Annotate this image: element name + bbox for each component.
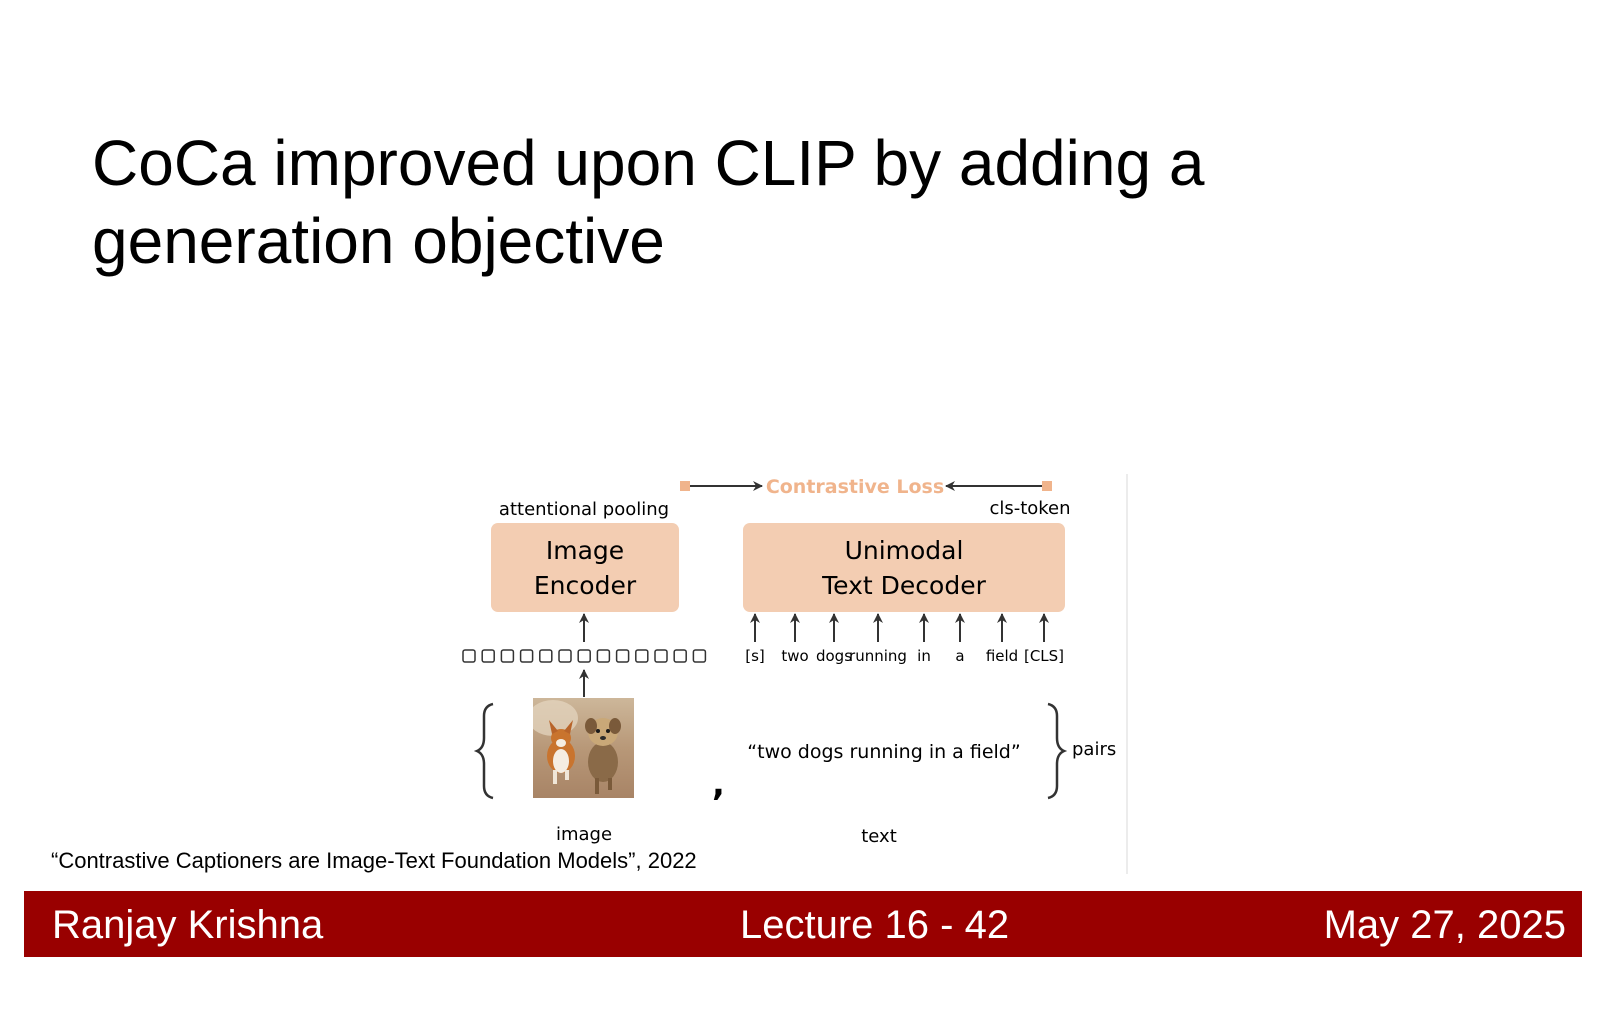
patch-token — [519, 649, 534, 663]
image-encoder-block — [491, 523, 679, 612]
patch-token — [654, 649, 668, 663]
token-label: running — [849, 647, 907, 665]
patch-token — [462, 649, 476, 663]
patch-token — [596, 649, 611, 663]
token-label: field — [986, 647, 1018, 665]
pair-comma: , — [712, 764, 725, 804]
patch-token-row — [462, 649, 707, 663]
patch-token — [635, 649, 649, 663]
dogs-photo — [533, 698, 634, 798]
right-brace — [1047, 702, 1068, 800]
cls-token-label: cls-token — [989, 498, 1070, 519]
text-decoder-block — [743, 523, 1065, 612]
left-brace — [473, 702, 494, 800]
pairs-label: pairs — [1072, 739, 1116, 760]
token-arrows — [750, 613, 1049, 642]
contrastive-left-anchor — [680, 481, 690, 491]
token-label: two — [781, 647, 808, 665]
text-decoder-label-line1: Unimodal — [845, 536, 964, 565]
token-label: in — [917, 647, 931, 665]
patch-token — [615, 649, 630, 663]
patch-token — [692, 649, 707, 663]
footer-bar: Ranjay Krishna Lecture 16 - 42 May 27, 2… — [24, 891, 1582, 957]
image-label: image — [556, 824, 612, 845]
patch-token — [673, 649, 687, 663]
citation: “Contrastive Captioners are Image-Text F… — [51, 848, 697, 873]
footer-lecture: Lecture 16 - 42 — [740, 903, 1010, 947]
text-decoder-label-line2: Text Decoder — [821, 571, 986, 600]
text-label: text — [861, 826, 897, 847]
slide-title: CoCa improved upon CLIP by adding a gene… — [92, 127, 1205, 277]
footer-author: Ranjay Krishna — [52, 903, 324, 947]
token-label: dogs — [816, 647, 852, 665]
image-encoder-label-line1: Image — [546, 536, 624, 565]
token-label: [s] — [745, 647, 765, 665]
token-label: a — [955, 647, 964, 665]
contrastive-loss-label: Contrastive Loss — [766, 476, 944, 498]
caption-text: “two dogs running in a field” — [747, 741, 1020, 763]
patch-token — [577, 649, 591, 663]
patch-token — [500, 649, 515, 663]
patch-token — [539, 649, 553, 663]
attentional-pooling-label: attentional pooling — [499, 499, 669, 520]
footer-date: May 27, 2025 — [1323, 903, 1566, 947]
image-encoder-label-line2: Encoder — [534, 571, 637, 600]
contrastive-right-anchor — [1042, 481, 1052, 491]
dogs-photo-illustration — [533, 698, 634, 798]
patch-token — [481, 649, 495, 663]
patch-token — [558, 649, 572, 663]
token-label: [CLS] — [1024, 647, 1064, 665]
